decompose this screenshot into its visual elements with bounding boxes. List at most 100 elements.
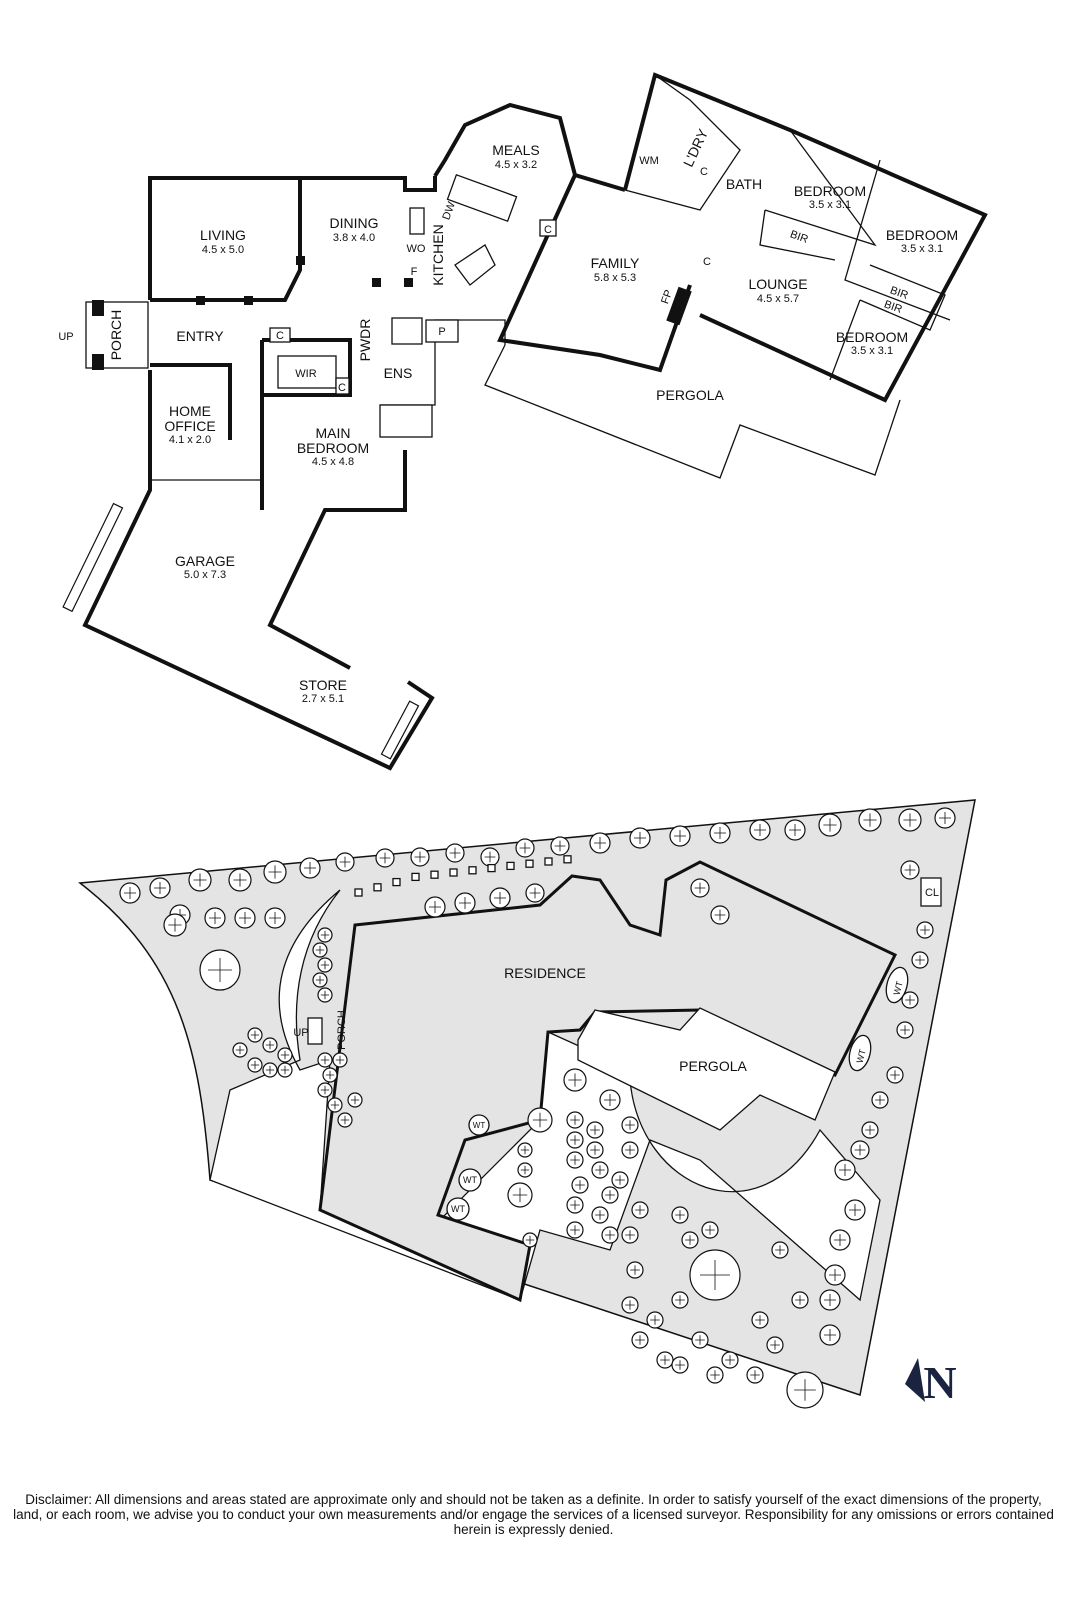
tree-icon	[154, 882, 166, 894]
water-tank	[885, 966, 909, 1004]
room-name-dining: DINING	[330, 215, 379, 231]
stepping-stone	[468, 866, 477, 875]
label-wt: WT	[854, 1048, 867, 1065]
tree-icon	[570, 1200, 580, 1210]
tree-icon	[590, 1125, 600, 1135]
kitchen-island	[454, 244, 496, 286]
room-dims-dining: 3.8 x 4.0	[333, 232, 375, 244]
room-name-bedroom: BEDROOM	[886, 227, 958, 243]
label-fp: FP	[659, 288, 675, 305]
label-bir: BIR	[882, 298, 903, 316]
tree-icon	[554, 840, 566, 852]
north-arrow: N	[905, 1357, 957, 1408]
tree-icon	[268, 865, 282, 879]
water-tank	[468, 1114, 490, 1136]
wall-laundry-bath	[624, 74, 741, 211]
label-kitchen: KITCHEN	[430, 224, 446, 285]
label-wt: WT	[473, 1121, 486, 1130]
tree-icon	[635, 1205, 645, 1215]
tree-icon	[865, 1125, 875, 1135]
tree-icon	[449, 847, 461, 859]
tree-icon	[824, 1294, 836, 1306]
cupboard	[539, 219, 557, 237]
room-name-main-bedroom: BEDROOM	[297, 440, 369, 456]
tree-icon	[429, 901, 441, 913]
room-dims-home-office: 4.1 x 2.0	[169, 434, 211, 446]
label-c: C	[338, 382, 346, 394]
north-letter: N	[923, 1357, 956, 1408]
label-bir: BIR	[888, 284, 909, 302]
tree-icon	[379, 852, 391, 864]
tree-icon	[350, 1095, 360, 1105]
trees	[119, 807, 956, 1409]
stepping-stone	[430, 870, 439, 879]
label-laundry: L'DRY	[680, 126, 712, 169]
tree-icon	[834, 1234, 846, 1246]
tree-icon	[320, 960, 330, 970]
kitchen-bench	[446, 174, 518, 222]
label-porch: PORCH	[108, 310, 124, 361]
room-name-home-office: HOME	[169, 403, 211, 419]
tree-icon	[710, 1370, 720, 1380]
tree-icon	[839, 1164, 851, 1176]
stepping-stone	[506, 861, 515, 871]
wall-bedroom2	[844, 159, 951, 321]
floor-plan: LIVING 4.5 x 5.0 DINING 3.8 x 4.0 MEALS …	[58, 72, 988, 771]
tree-icon	[675, 1295, 685, 1305]
tree-icon	[414, 851, 426, 863]
water-tank	[458, 1168, 482, 1192]
site-porch-step	[307, 1017, 323, 1045]
label-wm: WM	[639, 155, 659, 167]
wall-oven	[409, 207, 425, 235]
tree-icon	[675, 1360, 685, 1370]
label-wt: WT	[451, 1204, 465, 1214]
tree-icon	[459, 897, 471, 909]
tree-icon	[570, 1135, 580, 1145]
tree-icon	[590, 1145, 600, 1155]
tree-icon	[795, 1295, 805, 1305]
tree-icon	[525, 1235, 535, 1245]
tree-icon	[280, 1050, 290, 1060]
label-wo: WO	[407, 243, 426, 255]
label-c: C	[700, 166, 708, 178]
tree-icon	[280, 1065, 290, 1075]
label-c: C	[544, 224, 552, 236]
stepping-stone	[354, 888, 363, 897]
room-name-meals: MEALS	[492, 142, 539, 158]
wall-bedroom-wing	[623, 72, 988, 403]
tree-icon	[675, 1210, 685, 1220]
tree-icon	[650, 1315, 660, 1325]
water-tank	[446, 1197, 470, 1221]
bathtub	[379, 404, 433, 438]
wall-garage	[82, 370, 435, 771]
wall-north-living	[148, 176, 437, 300]
room-name-bedroom: BEDROOM	[836, 329, 908, 345]
tree-icon	[823, 818, 837, 832]
label-site-porch: PORCH	[336, 1010, 348, 1050]
tree-icon	[625, 1120, 635, 1130]
site-plan: RESIDENCE PERGOLA PORCH UP CL WT WT WT W…	[78, 799, 976, 1409]
tree-icon	[325, 1070, 335, 1080]
tree-icon	[625, 1300, 635, 1310]
tree-icon	[939, 812, 951, 824]
tree-icon	[570, 1225, 580, 1235]
water-tank	[848, 1034, 872, 1072]
tree-icon	[714, 827, 726, 839]
tree-icon	[630, 1265, 640, 1275]
tree-icon	[904, 864, 916, 876]
tree-icon	[595, 1210, 605, 1220]
tree-icon	[320, 990, 330, 1000]
tree-icon	[484, 851, 496, 863]
room-name-garage: GARAGE	[175, 553, 235, 569]
residence-footprint	[318, 860, 898, 1303]
label-wir: WIR	[295, 368, 316, 380]
tree-icon	[250, 1060, 260, 1070]
tree-icon	[615, 1175, 625, 1185]
room-name-store: STORE	[299, 677, 347, 693]
stepping-stone	[411, 872, 420, 882]
tree-icon	[304, 862, 316, 874]
wall-wir	[262, 338, 352, 397]
label-pwdr: PWDR	[357, 319, 373, 362]
label-dw: DW	[440, 200, 458, 222]
tree-icon	[239, 912, 251, 924]
